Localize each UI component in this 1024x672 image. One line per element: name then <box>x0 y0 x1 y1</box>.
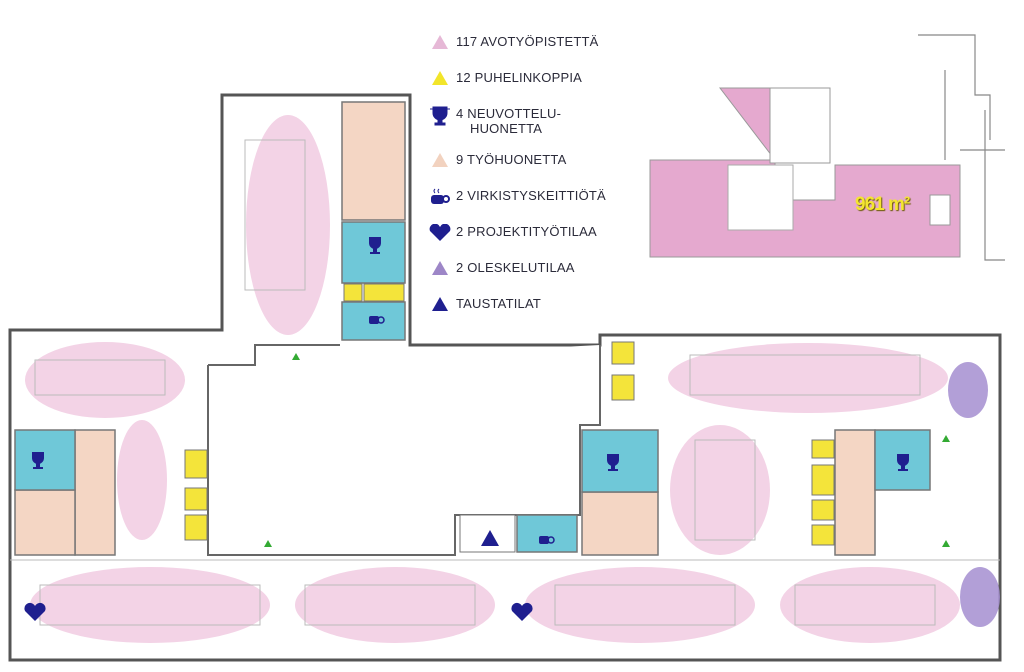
coffee-cup-icon <box>431 188 450 204</box>
legend-item-phone-booths: 12 PUHELINKOPPIA <box>428 70 628 106</box>
entrance-markers <box>264 353 950 547</box>
phone-booths <box>184 283 835 546</box>
support-icon <box>481 530 499 546</box>
area-label: 961 m² <box>855 194 910 215</box>
lounges <box>948 362 1000 627</box>
trophy-icons <box>32 237 909 471</box>
support-room <box>459 514 516 553</box>
heart-icon <box>429 224 451 241</box>
heart-icons <box>24 602 533 621</box>
navy-triangle-icon <box>432 297 448 311</box>
purple-triangle-icon <box>432 261 448 275</box>
coffee-cup-icons <box>369 316 555 544</box>
pink-triangle-icon <box>432 35 448 49</box>
office-rooms <box>14 101 876 556</box>
legend-item-lounges: 2 OLESKELUTILAA <box>428 260 628 296</box>
legend: 117 AVOTYÖPISTETTÄ 12 PUHELINKOPPIA 4 NE… <box>428 34 628 332</box>
legend-item-open-workstations: 117 AVOTYÖPISTETTÄ <box>428 34 628 70</box>
legend-item-offices: 9 TYÖHUONETTA <box>428 152 628 188</box>
legend-item-kitchens: 2 VIRKISTYSKEITTIÖTÄ <box>428 188 628 224</box>
site-inset <box>649 34 1005 261</box>
desks <box>10 139 1000 626</box>
trophy-icon <box>430 106 450 126</box>
legend-item-meeting-rooms: 4 NEUVOTTELU-HUONETTA <box>428 106 628 152</box>
legend-item-support-spaces: TAUSTATILAT <box>428 296 628 332</box>
walls <box>8 93 1002 662</box>
yellow-triangle-icon <box>432 71 448 85</box>
meeting-rooms <box>14 221 931 553</box>
legend-item-project-spaces: 2 PROJEKTITYÖTILAA <box>428 224 628 260</box>
peach-triangle-icon <box>432 153 448 167</box>
